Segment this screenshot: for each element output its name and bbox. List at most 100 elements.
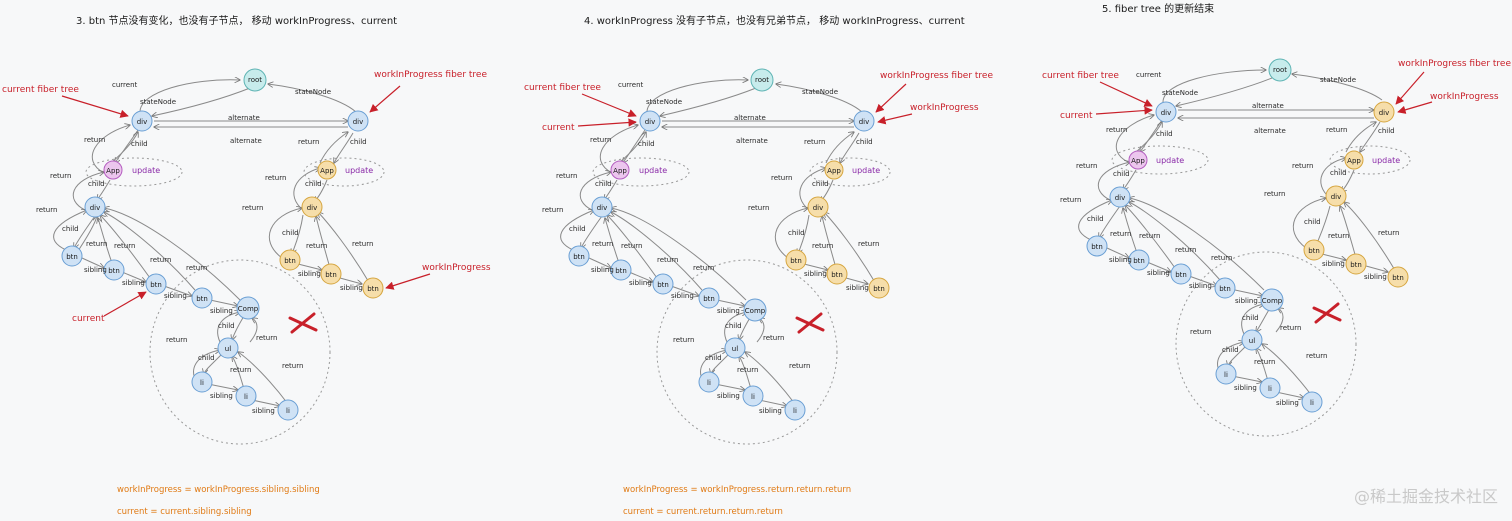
svg-text:btn: btn — [1091, 243, 1103, 251]
svg-text:alternate: alternate — [230, 137, 262, 145]
svg-text:child: child — [1087, 215, 1104, 223]
svg-text:child: child — [725, 322, 742, 330]
svg-text:stateNode: stateNode — [646, 98, 682, 106]
svg-text:return: return — [1060, 196, 1081, 204]
svg-text:return: return — [282, 362, 303, 370]
svg-text:sibling: sibling — [671, 292, 694, 300]
fiber-node-root: root — [750, 68, 774, 92]
delete-cross-icon — [1312, 302, 1342, 324]
svg-text:sibling: sibling — [717, 392, 740, 400]
svg-text:btn: btn — [325, 271, 337, 279]
svg-text:Comp: Comp — [745, 307, 766, 315]
fiber-node-comp: Comp — [236, 296, 260, 320]
svg-text:return: return — [230, 366, 251, 374]
svg-text:Comp: Comp — [1262, 297, 1283, 305]
svg-text:return: return — [50, 172, 71, 180]
fiber-node-li: li — [277, 399, 299, 421]
panel-step-5: 5. fiber tree 的更新结束 — [1042, 2, 1511, 437]
svg-text:child: child — [218, 322, 235, 330]
svg-text:return: return — [1328, 232, 1349, 240]
svg-text:sibling: sibling — [1147, 269, 1170, 277]
red-arrow — [1095, 106, 1153, 115]
svg-text:child: child — [705, 354, 722, 362]
svg-text:sibling: sibling — [1189, 282, 1212, 290]
update-outline — [1111, 145, 1209, 175]
svg-text:alternate: alternate — [734, 114, 766, 122]
update-outline — [85, 157, 183, 187]
fiber-node-li: li — [235, 385, 257, 407]
svg-text:return: return — [114, 242, 135, 250]
fiber-node-li: li — [1301, 391, 1323, 413]
svg-text:return: return — [1306, 352, 1327, 360]
svg-text:return: return — [84, 136, 105, 144]
formula-current: current = current.return.return.return — [623, 507, 783, 517]
fiber-node-div2-current: div — [84, 196, 106, 218]
svg-text:li: li — [286, 407, 290, 415]
svg-text:stateNode: stateNode — [140, 98, 176, 106]
svg-text:sibling: sibling — [1322, 260, 1345, 268]
fiber-node-btn-wip: btn — [785, 249, 807, 271]
update-tag: update — [852, 166, 880, 175]
fiber-node-btn: btn — [1128, 249, 1150, 271]
svg-text:stateNode: stateNode — [1162, 89, 1198, 97]
svg-text:btn: btn — [1392, 274, 1404, 282]
fiber-node-ul: ul — [724, 337, 746, 359]
svg-text:div: div — [1379, 109, 1390, 117]
svg-text:return: return — [1076, 162, 1097, 170]
fiber-node-btn: btn — [1170, 263, 1192, 285]
svg-text:sibling: sibling — [846, 284, 869, 292]
svg-text:div: div — [353, 118, 364, 126]
svg-text:div: div — [1331, 193, 1342, 201]
svg-text:root: root — [755, 76, 769, 84]
update-outline-wip — [809, 157, 891, 187]
panel-title: 3. btn 节点没有变化，也没有子节点， 移动 workInProgress、… — [76, 14, 397, 27]
svg-text:btn: btn — [657, 281, 669, 289]
red-arrow — [1397, 101, 1433, 114]
svg-text:alternate: alternate — [736, 137, 768, 145]
svg-text:child: child — [1330, 169, 1347, 177]
svg-text:return: return — [771, 174, 792, 182]
svg-text:div: div — [137, 118, 148, 126]
svg-text:return: return — [1378, 229, 1399, 237]
svg-text:return: return — [657, 256, 678, 264]
svg-text:return: return — [256, 334, 277, 342]
svg-text:child: child — [198, 354, 215, 362]
svg-text:return: return — [1264, 190, 1285, 198]
update-outline — [592, 157, 690, 187]
svg-text:sibling: sibling — [1235, 297, 1258, 305]
svg-text:return: return — [556, 172, 577, 180]
svg-text:btn: btn — [1133, 257, 1145, 265]
svg-text:stateNode: stateNode — [295, 88, 331, 96]
fiber-node-app-wip: App — [317, 160, 337, 180]
svg-text:div: div — [1161, 109, 1172, 117]
svg-text:child: child — [1113, 170, 1130, 178]
fiber-node-btn: btn — [61, 245, 83, 267]
svg-text:li: li — [1310, 399, 1314, 407]
svg-text:btn: btn — [573, 253, 585, 261]
svg-text:return: return — [1139, 232, 1160, 240]
svg-text:stateNode: stateNode — [1320, 76, 1356, 84]
fiber-node-btn-wip: btn — [362, 277, 384, 299]
svg-text:child: child — [595, 180, 612, 188]
fiber-node-btn: btn — [103, 259, 125, 281]
svg-text:btn: btn — [1350, 261, 1362, 269]
svg-text:return: return — [306, 242, 327, 250]
delete-cross-icon — [795, 312, 825, 334]
red-arrow — [103, 291, 147, 317]
fiber-node-ul: ul — [217, 337, 239, 359]
svg-text:App: App — [106, 167, 120, 175]
fiber-node-btn: btn — [568, 245, 590, 267]
removed-subtree-outline — [149, 259, 331, 445]
edges — [1078, 70, 1397, 398]
svg-text:sibling: sibling — [629, 279, 652, 287]
svg-text:sibling: sibling — [210, 392, 233, 400]
edges — [560, 80, 877, 406]
svg-text:root: root — [1273, 66, 1287, 74]
fiber-node-btn-wip: btn — [868, 277, 890, 299]
svg-text:child: child — [305, 180, 322, 188]
update-outline-wip — [1329, 145, 1411, 175]
label-work-in-progress: workInProgress — [1430, 92, 1499, 102]
svg-text:child: child — [350, 138, 367, 146]
fiber-node-div-current: div — [639, 110, 661, 132]
